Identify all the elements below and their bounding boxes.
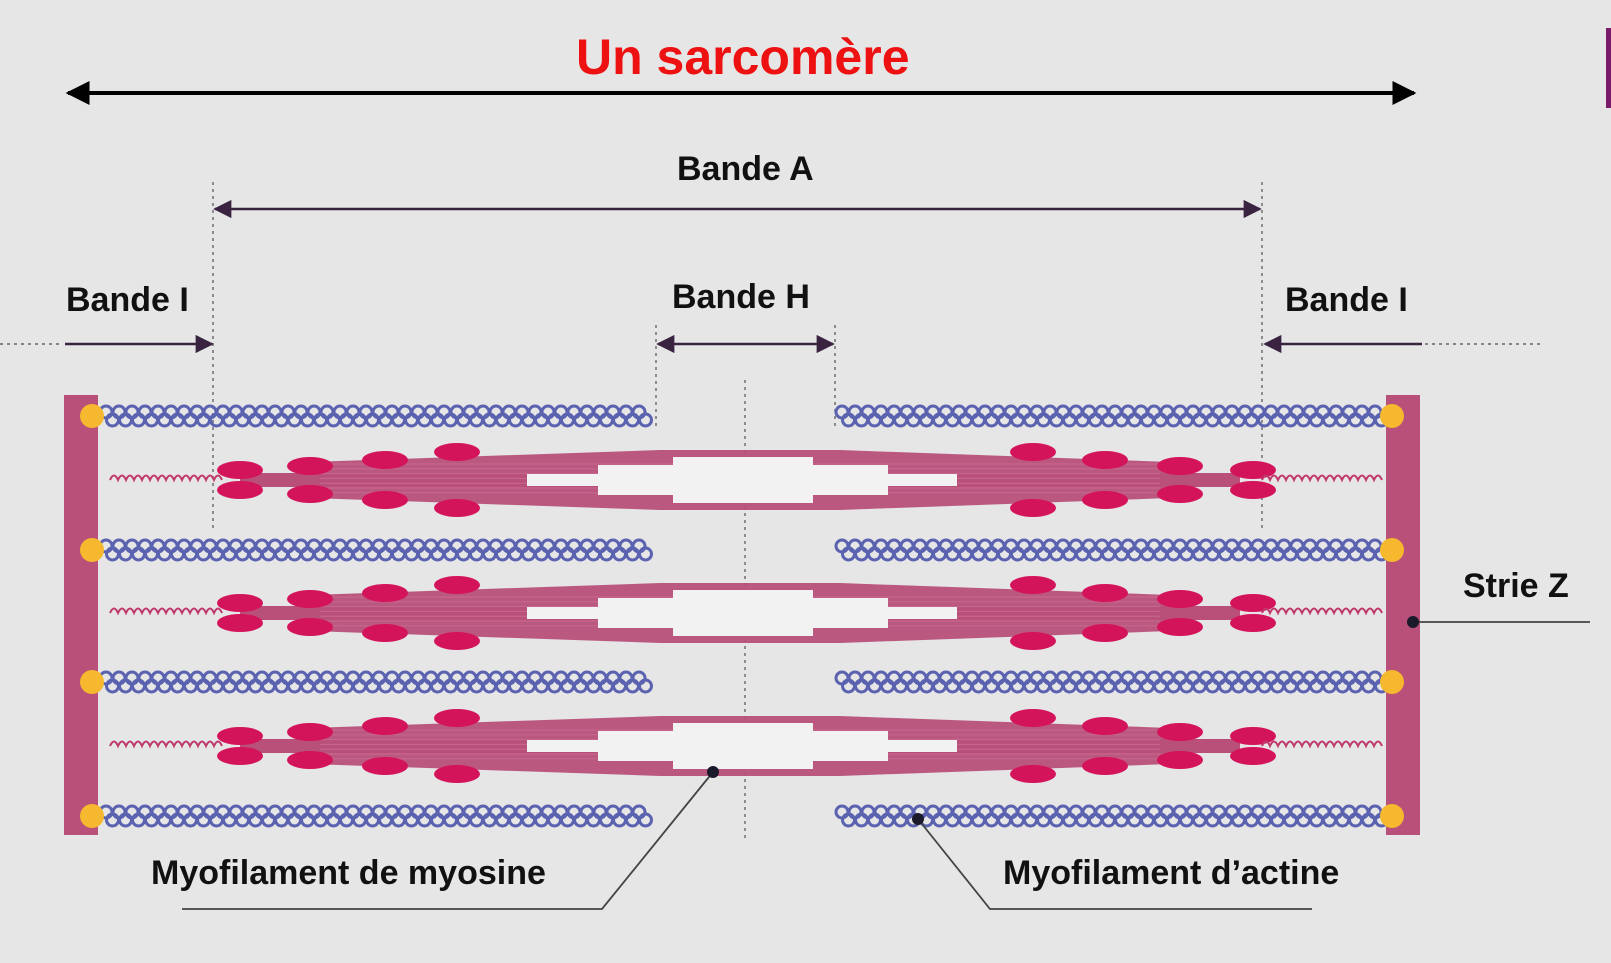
myosin-head (434, 765, 480, 783)
leader-lines (182, 621, 1590, 910)
strie-z-dot (1407, 616, 1419, 628)
myosin-head (217, 614, 263, 632)
myosin-head (287, 723, 333, 741)
myosin-head (1082, 584, 1128, 602)
titin-left (109, 740, 223, 749)
myosin-head (217, 747, 263, 765)
myosin-head (362, 584, 408, 602)
actin-anchor-right (1380, 404, 1404, 428)
myosin-head (1230, 614, 1276, 632)
myosin-head (1157, 590, 1203, 608)
titin-right (1261, 740, 1383, 749)
myosin-head (1010, 632, 1056, 650)
myosin-head (434, 443, 480, 461)
actin-filament-right (834, 404, 1389, 428)
myosin-head (217, 727, 263, 745)
myosin-head (1082, 757, 1128, 775)
actin-filament-left (98, 404, 653, 428)
actin-anchor-left (80, 404, 104, 428)
myosin-head (1230, 727, 1276, 745)
z-disc-right (1386, 395, 1420, 835)
myosin-head (1010, 765, 1056, 783)
myosin-head (362, 717, 408, 735)
z-disc-left (64, 395, 98, 835)
actin-anchor-left (80, 670, 104, 694)
myosin-head (1157, 618, 1203, 636)
myosin-head (1157, 723, 1203, 741)
myosin-head (1082, 451, 1128, 469)
myosin-head (362, 624, 408, 642)
actin-anchor-right (1380, 538, 1404, 562)
actin-filament-right (834, 670, 1389, 694)
myosin-head (1157, 485, 1203, 503)
actin-filament-right (834, 804, 1389, 828)
label-strie-z: Strie Z (1463, 567, 1569, 605)
myosin-head (287, 590, 333, 608)
titin-left (109, 607, 223, 616)
myosin-head (1157, 457, 1203, 475)
myosin-head (1082, 717, 1128, 735)
actin-filament-left (98, 538, 653, 562)
myosin-filament (217, 576, 1276, 650)
myosin-head (217, 594, 263, 612)
myosin-head (1230, 461, 1276, 479)
myosin-head (1010, 443, 1056, 461)
edge-bar (1606, 28, 1611, 108)
myosin-head (1010, 499, 1056, 517)
myosin-head (1230, 594, 1276, 612)
actin-anchor-right (1380, 670, 1404, 694)
actine-leader (917, 818, 1312, 910)
actin-filament-right (834, 538, 1389, 562)
label-bande-a: Bande A (677, 150, 814, 188)
myosin-filaments (109, 443, 1383, 783)
actin-filament-left (98, 670, 653, 694)
myosin-head (434, 632, 480, 650)
titin-right (1261, 474, 1383, 483)
label-bande-i-left: Bande I (66, 281, 189, 319)
myosin-head (362, 491, 408, 509)
actin-filament-left (98, 804, 653, 828)
myosin-head (1010, 709, 1056, 727)
myosin-head (217, 461, 263, 479)
myosin-head (1010, 576, 1056, 594)
myosin-head (434, 709, 480, 727)
titin-right (1261, 607, 1383, 616)
myosin-head (1082, 624, 1128, 642)
label-myosine: Myofilament de myosine (151, 854, 546, 892)
myosin-head (1230, 481, 1276, 499)
myosin-filament (217, 443, 1276, 517)
myosin-head (287, 618, 333, 636)
label-bande-h: Bande H (672, 278, 810, 316)
myosin-head (287, 457, 333, 475)
myosin-head (217, 481, 263, 499)
myosin-head (1230, 747, 1276, 765)
myosin-head (434, 499, 480, 517)
myosine-leader (182, 771, 714, 910)
actin-anchor-right (1380, 804, 1404, 828)
label-bande-i-right: Bande I (1285, 281, 1408, 319)
diagram-title: Un sarcomère (576, 29, 910, 85)
myosin-head (1082, 491, 1128, 509)
myosin-head (362, 451, 408, 469)
myosin-head (287, 485, 333, 503)
myosine-dot (707, 766, 719, 778)
myosin-head (1157, 751, 1203, 769)
myosin-head (362, 757, 408, 775)
actine-dot (912, 813, 924, 825)
myosin-filament (217, 709, 1276, 783)
actin-anchor-left (80, 538, 104, 562)
titin-left (109, 474, 223, 483)
actin-anchor-left (80, 804, 104, 828)
label-actine: Myofilament d’actine (1003, 854, 1340, 892)
actin-filaments (80, 404, 1404, 828)
myosin-head (287, 751, 333, 769)
myosin-head (434, 576, 480, 594)
